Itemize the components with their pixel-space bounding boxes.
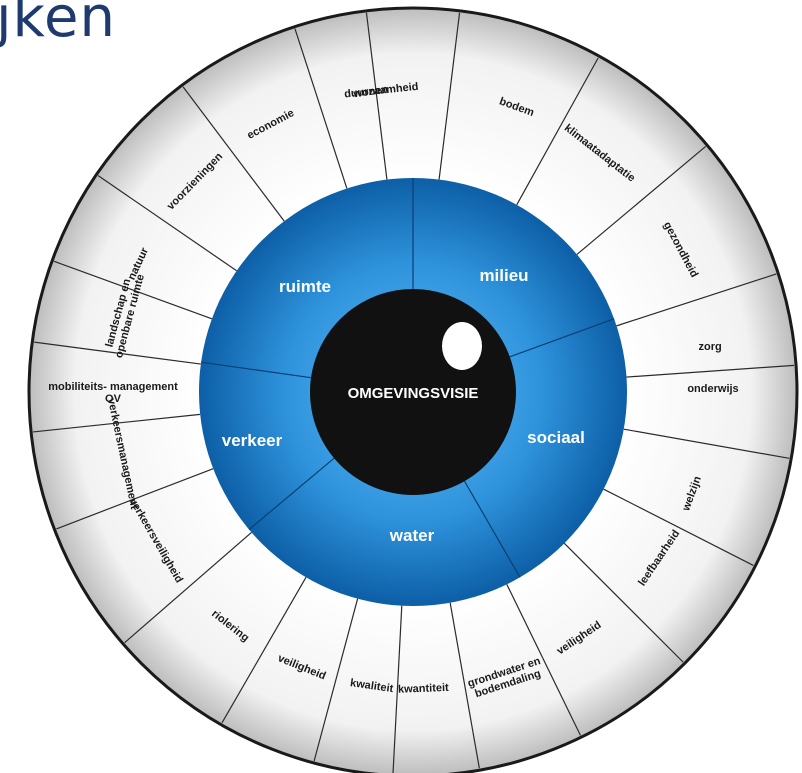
segment-divider <box>563 542 684 663</box>
theme-label-water: water <box>389 526 435 545</box>
segment-label: zorg <box>698 341 721 353</box>
theme-divider <box>248 457 335 531</box>
segment-divider <box>53 260 213 320</box>
segment-divider <box>124 531 252 644</box>
segment-divider <box>33 413 201 433</box>
theme-label-milieu: milieu <box>479 266 528 285</box>
theme-dividers <box>200 178 615 578</box>
segment-divider <box>221 577 307 724</box>
theme-label-ruimte: ruimte <box>279 277 331 296</box>
segment-divider <box>506 584 581 736</box>
segment-divider <box>449 602 480 769</box>
segment-divider <box>365 12 388 180</box>
segment-dividers <box>33 12 795 773</box>
segment-divider <box>623 428 790 459</box>
segment-divider <box>97 175 237 272</box>
segment-divider <box>294 28 348 189</box>
segment-divider <box>392 605 403 773</box>
segment-divider <box>603 488 754 566</box>
theme-label-verkeer: verkeer <box>222 431 283 450</box>
segment-divider <box>516 57 599 206</box>
theme-divider <box>200 361 312 379</box>
segment-divider <box>313 598 359 762</box>
theme-divider <box>509 318 615 358</box>
segment-label: onderwijs <box>687 383 738 395</box>
segment-label: kwantiteit <box>398 682 449 696</box>
page-title: jken <box>0 0 116 50</box>
segment-divider <box>56 468 214 530</box>
theme-label-sociaal: sociaal <box>527 428 585 447</box>
center-label: OMGEVINGSVISIE <box>348 385 479 402</box>
segment-divider <box>626 364 795 378</box>
segment-label: wonen <box>352 84 389 101</box>
segment-divider <box>438 12 461 180</box>
pupil-highlight <box>442 322 482 370</box>
segment-divider <box>34 341 201 365</box>
segment-divider <box>576 145 707 255</box>
segment-divider <box>182 86 285 222</box>
segment-divider <box>616 273 777 327</box>
theme-divider <box>463 480 521 578</box>
